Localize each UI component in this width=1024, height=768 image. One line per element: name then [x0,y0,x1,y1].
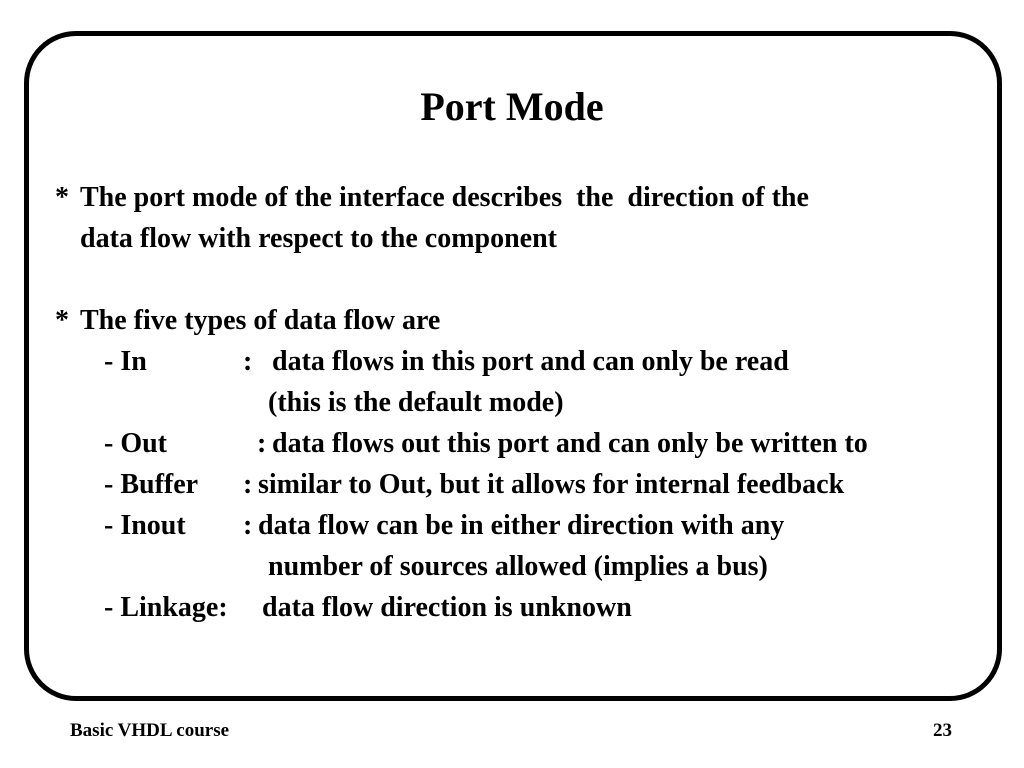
bullet-text-line: The five types of data flow are [80,305,441,336]
mode-description-continuation: (this is the default mode) [268,387,564,418]
bullet-marker: * [55,182,69,213]
mode-description: data flow direction is unknown [262,592,632,623]
mode-description: data flows in this port and can only be … [272,346,789,377]
mode-description: data flow can be in either direction wit… [258,510,785,541]
mode-description-continuation: number of sources allowed (implies a bus… [268,551,768,582]
bullet-text-line: data flow with respect to the component [80,223,557,254]
mode-separator: : [243,510,253,541]
mode-separator: : [243,346,253,377]
footer-page-number: 23 [933,720,952,741]
bullet-text-line: The port mode of the interface describes… [80,182,809,213]
slide-title: Port Mode [420,84,604,129]
mode-name: - Linkage: [104,592,228,623]
mode-description: data flows out this port and can only be… [272,428,868,459]
mode-name: - In [104,346,147,377]
mode-name: - Out [104,428,167,459]
mode-separator: : [257,428,267,459]
bullet-marker: * [55,305,69,336]
mode-name: - Buffer [104,469,199,500]
mode-separator: : [243,469,253,500]
footer-course-title: Basic VHDL course [70,720,230,741]
slide-frame [24,31,1002,701]
mode-name: - Inout [104,510,186,541]
mode-description: similar to Out, but it allows for intern… [258,469,845,500]
